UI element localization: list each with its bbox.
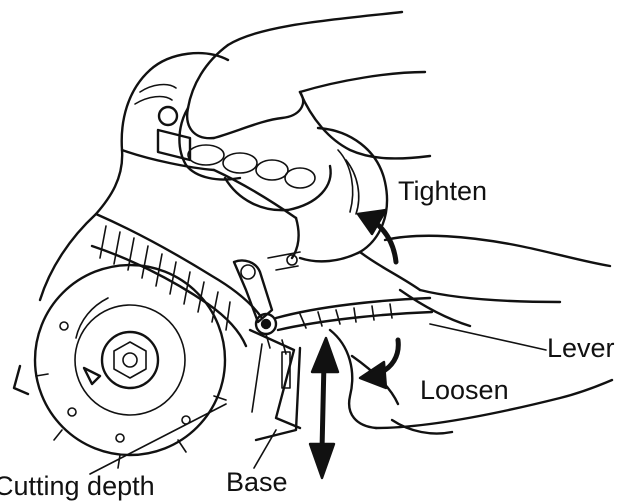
base-label: Base: [226, 467, 288, 497]
base-plate-illustration: [12, 328, 302, 442]
lever-leader-line: [429, 323, 547, 351]
saw-body-illustration: [38, 51, 434, 348]
tighten-label: Tighten: [398, 176, 488, 206]
lever-label: Lever: [547, 333, 615, 363]
cutting-depth-leader-line: [89, 403, 227, 475]
base-leader-line: [253, 429, 277, 469]
right-hand-illustration: [178, 10, 432, 212]
cutting-depth-double-arrow: [308, 336, 340, 480]
diamond-blade-illustration: [33, 263, 227, 469]
left-hand-illustration: [328, 234, 614, 435]
loosen-arrow: [358, 337, 401, 390]
loosen-label: Loosen: [420, 375, 509, 405]
tighten-arrow: [356, 208, 399, 265]
cutting-depth-label: Cutting depth: [0, 471, 155, 501]
